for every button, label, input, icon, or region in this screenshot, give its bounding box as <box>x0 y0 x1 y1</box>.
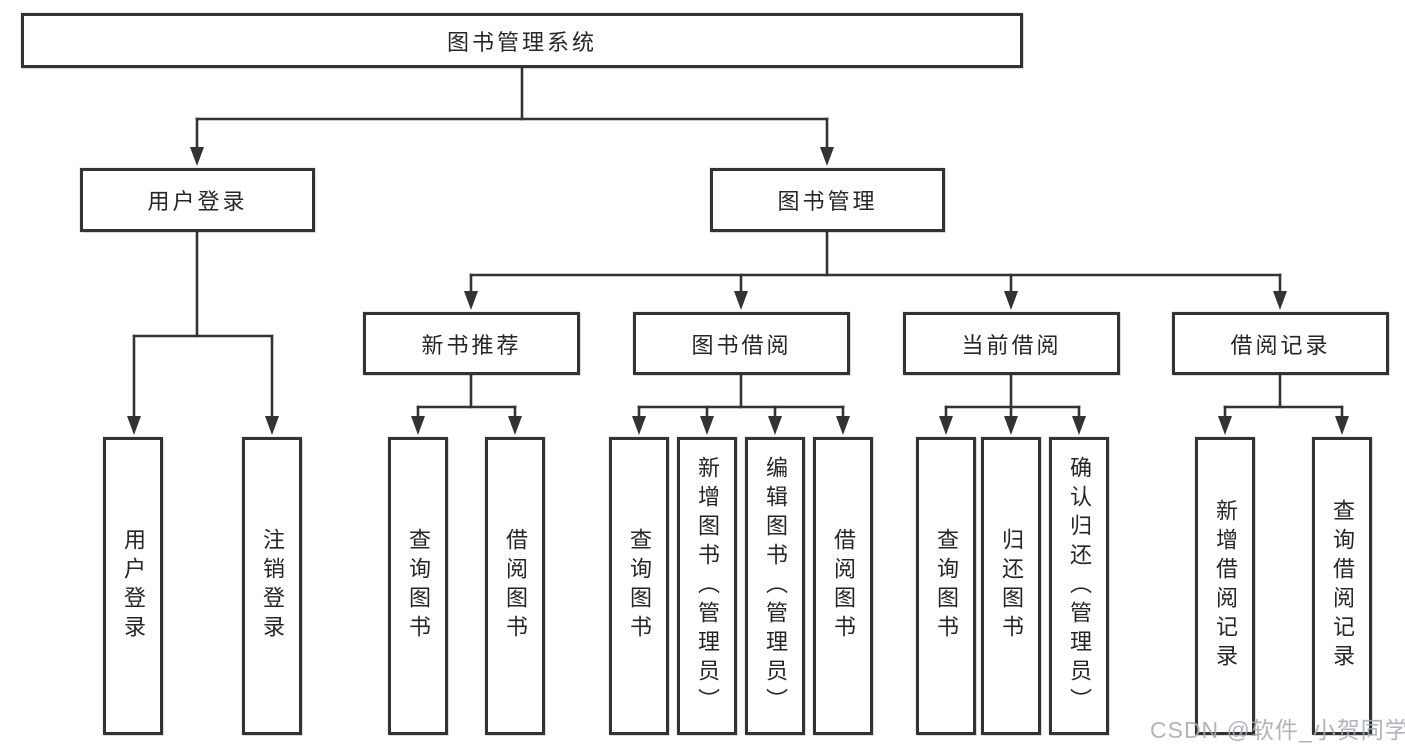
leaf-label: 注销登录 <box>260 528 285 644</box>
node-library-management-system: 图书管理系统 <box>21 13 1023 68</box>
node-current-borrowing: 当前借阅 <box>903 312 1120 375</box>
node-user-login: 用户登录 <box>80 168 315 232</box>
node-borrowing-records: 借阅记录 <box>1172 312 1389 375</box>
node-new-book-recommendation: 新书推荐 <box>363 312 580 375</box>
leaf-label: 新增图书（管理员） <box>695 455 720 717</box>
node-book-borrowing: 图书借阅 <box>633 312 850 375</box>
leaf-label: 用户登录 <box>121 528 146 644</box>
leaf-search-books-borrowing: 查询图书 <box>609 437 669 735</box>
leaf-label: 查询图书 <box>406 528 431 644</box>
leaf-logout: 注销登录 <box>242 437 302 735</box>
leaf-search-books-current: 查询图书 <box>916 437 976 735</box>
leaf-add-borrow-record: 新增借阅记录 <box>1195 437 1255 735</box>
leaf-return-books: 归还图书 <box>981 437 1041 735</box>
csdn-watermark: CSDN @软件_小贺同学 <box>1150 717 1405 743</box>
leaf-label: 确认归还（管理员） <box>1067 455 1092 717</box>
leaf-label: 编辑图书（管理员） <box>763 455 788 717</box>
leaf-search-books-recommend: 查询图书 <box>388 437 448 735</box>
leaf-confirm-return-admin: 确认归还（管理员） <box>1049 437 1109 735</box>
leaf-add-books-admin: 新增图书（管理员） <box>677 437 737 735</box>
leaf-label: 查询借阅记录 <box>1330 499 1355 673</box>
leaf-label: 借阅图书 <box>503 528 528 644</box>
leaf-label: 查询图书 <box>934 528 959 644</box>
leaf-borrow-books: 借阅图书 <box>813 437 873 735</box>
leaf-label: 新增借阅记录 <box>1213 499 1238 673</box>
leaf-user-login: 用户登录 <box>103 437 163 735</box>
leaf-search-borrow-record: 查询借阅记录 <box>1312 437 1372 735</box>
leaf-edit-books-admin: 编辑图书（管理员） <box>745 437 805 735</box>
leaf-borrow-books-recommend: 借阅图书 <box>485 437 545 735</box>
leaf-label: 归还图书 <box>999 528 1024 644</box>
node-book-management: 图书管理 <box>710 168 945 232</box>
leaf-label: 查询图书 <box>627 528 652 644</box>
leaf-label: 借阅图书 <box>831 528 856 644</box>
